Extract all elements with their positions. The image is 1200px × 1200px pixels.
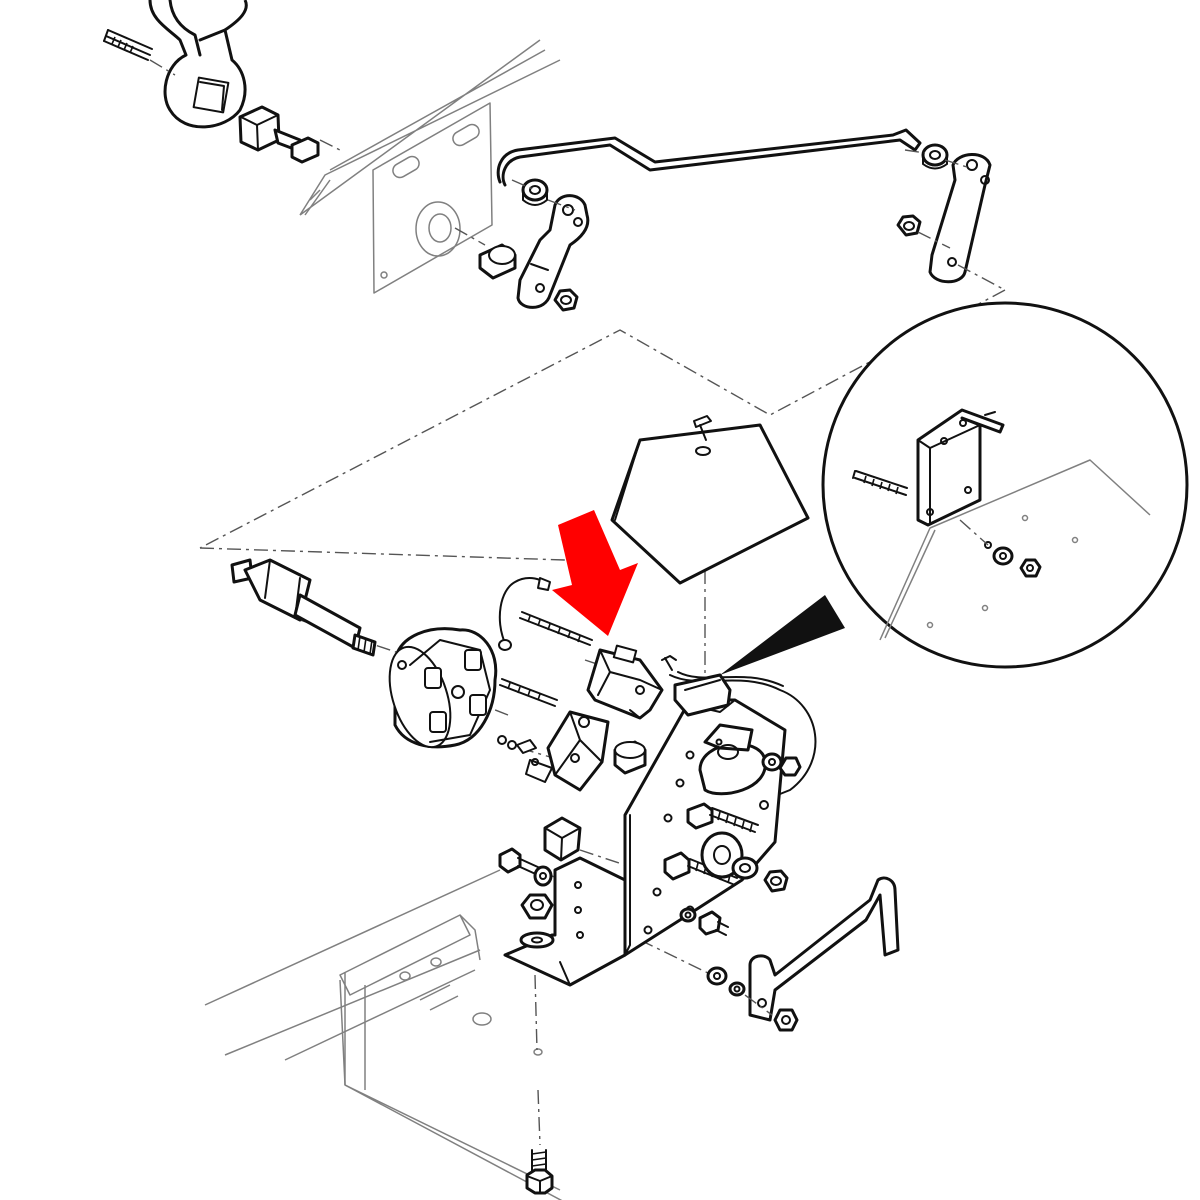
upper-frame-rail <box>299 39 561 216</box>
nut-right <box>896 214 922 237</box>
small-spacer <box>613 740 647 775</box>
plate-top-bracket <box>673 673 732 717</box>
spacer-cylinder <box>478 243 517 280</box>
linkage-arm-left <box>516 194 590 309</box>
hex-block <box>543 816 582 862</box>
plate-right-hardware <box>759 752 802 810</box>
bolt-lower-left <box>498 847 553 887</box>
upper-mounting-plate <box>372 102 493 294</box>
chassis-frame <box>204 869 563 1200</box>
nut-left <box>553 288 579 312</box>
detail-washer-nut <box>959 519 1042 578</box>
lever-handle <box>148 0 248 129</box>
flex-coupler <box>388 627 498 749</box>
input-shaft <box>230 558 377 657</box>
detail-callout <box>720 301 1189 675</box>
nut-washer-stack <box>519 893 555 949</box>
spline-shaft <box>238 105 320 164</box>
rod-bushing-right <box>921 143 949 170</box>
micro-switch <box>525 710 610 792</box>
plate-studs <box>663 802 789 893</box>
switch-component <box>586 644 677 720</box>
shift-rod <box>496 128 922 187</box>
bottom-bolt <box>525 1149 554 1195</box>
detail-screw <box>852 470 908 496</box>
linkage-arm-right <box>928 153 992 284</box>
detail-bracket <box>916 408 1005 527</box>
cover-housing <box>610 415 810 585</box>
upper-alignment-lines <box>149 59 1006 561</box>
rod-bushing-left <box>521 178 549 206</box>
long-screws <box>499 611 593 707</box>
washers-lower-right <box>706 966 799 1032</box>
bolt-plate-lower <box>679 907 729 936</box>
curved-lever-rod <box>748 876 900 1022</box>
wire-lead <box>498 577 551 651</box>
screw-top-left <box>103 29 153 61</box>
lower-l-bracket <box>503 856 627 987</box>
small-hardware-cluster <box>497 735 539 766</box>
red-down-arrow-icon <box>552 510 638 636</box>
rubber-mount <box>698 723 767 796</box>
